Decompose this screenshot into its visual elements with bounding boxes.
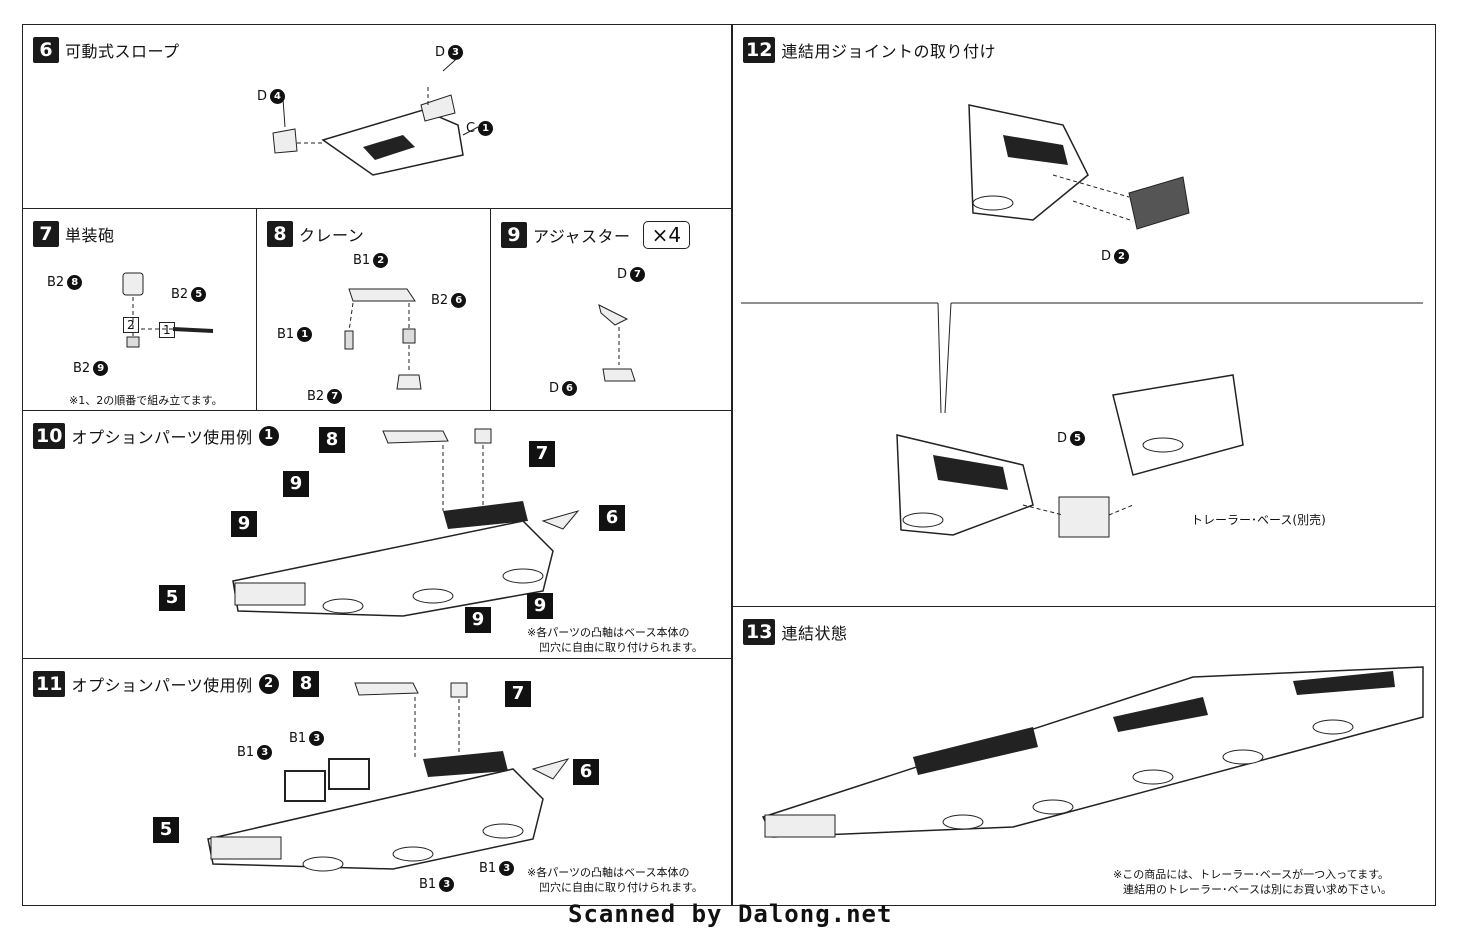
step-number: 8 <box>267 221 293 247</box>
step-6-header: 6 可動式スロープ <box>33 37 180 63</box>
step-7-header: 7 単装砲 <box>33 221 115 247</box>
step-12-header: 12 連結用ジョイントの取り付け <box>743 37 996 63</box>
example-number: 2 <box>258 674 279 694</box>
step-number: 11 <box>33 671 66 697</box>
badge-6: 6 <box>599 505 625 531</box>
badge-9-c: 9 <box>527 593 553 619</box>
step-10-panel: 10 オプションパーツ使用例 1 8 7 9 9 6 5 9 9 ※各パーツの凸… <box>22 410 732 660</box>
badge-7: 7 <box>529 441 555 467</box>
adjuster-drawing <box>598 304 636 382</box>
badge-9-d: 9 <box>465 607 491 633</box>
step-title: 可動式スロープ <box>65 42 180 61</box>
vehicle-with-options-2-drawing <box>207 682 570 872</box>
step-number: 7 <box>33 221 59 247</box>
step-title: 単装砲 <box>65 226 115 245</box>
attach-note: ※各パーツの凸軸はベース本体の 凹穴に自由に取り付けられます。 <box>527 626 703 654</box>
step-title: 連結用ジョイントの取り付け <box>781 42 996 61</box>
quantity-multiplier: ×4 <box>642 221 691 249</box>
badge-8: 8 <box>319 427 345 453</box>
badge-8: 8 <box>293 671 319 697</box>
scan-credit: Scanned by Dalong.net <box>568 900 893 928</box>
joint-drawing <box>741 104 1423 538</box>
step-title: オプションパーツ使用例 <box>71 428 253 447</box>
linked-vehicles-drawing <box>761 666 1424 838</box>
badge-5: 5 <box>153 817 179 843</box>
step-13-panel: 13 連結状態 ※この商品には、トレーラー･ベースが一つ入ってます。 連結用のト… <box>732 606 1436 906</box>
badge-9-b: 9 <box>231 511 257 537</box>
slope-drawing <box>272 52 479 176</box>
step-number: 13 <box>743 619 776 645</box>
attach-note: ※各パーツの凸軸はベース本体の 凹穴に自由に取り付けられます。 <box>527 866 703 894</box>
badge-5: 5 <box>159 585 185 611</box>
step-title: オプションパーツ使用例 <box>71 676 253 695</box>
step-8-header: 8 クレーン <box>267 221 364 247</box>
step-number: 10 <box>33 423 66 449</box>
gun-drawing <box>122 272 214 348</box>
example-number: 1 <box>258 426 279 446</box>
step-title: クレーン <box>299 226 365 245</box>
included-note: ※この商品には、トレーラー･ベースが一つ入ってます。 連結用のトレーラー･ベース… <box>1113 868 1392 896</box>
step-title: 連結状態 <box>781 624 848 643</box>
badge-9-a: 9 <box>283 471 309 497</box>
crane-drawing <box>344 288 422 390</box>
order-note: ※1、2の順番で組み立てます。 <box>69 394 223 407</box>
step-13-header: 13 連結状態 <box>743 619 847 645</box>
trailer-base-label: トレーラー･ベース(別売) <box>1191 513 1326 527</box>
step-10-header: 10 オプションパーツ使用例 1 <box>33 423 279 449</box>
step-title: アジャスター <box>533 227 631 246</box>
badge-7: 7 <box>505 681 531 707</box>
step-number: 6 <box>33 37 59 63</box>
step-9-header: 9 アジャスター ×4 <box>501 221 691 249</box>
badge-6: 6 <box>573 759 599 785</box>
step-number: 9 <box>501 222 527 248</box>
order-step-2: 2 <box>123 317 139 333</box>
step-number: 12 <box>743 37 776 63</box>
order-step-1: 1 <box>159 322 175 338</box>
vehicle-with-options-drawing <box>232 428 580 617</box>
step-11-header: 11 オプションパーツ使用例 2 <box>33 671 279 697</box>
